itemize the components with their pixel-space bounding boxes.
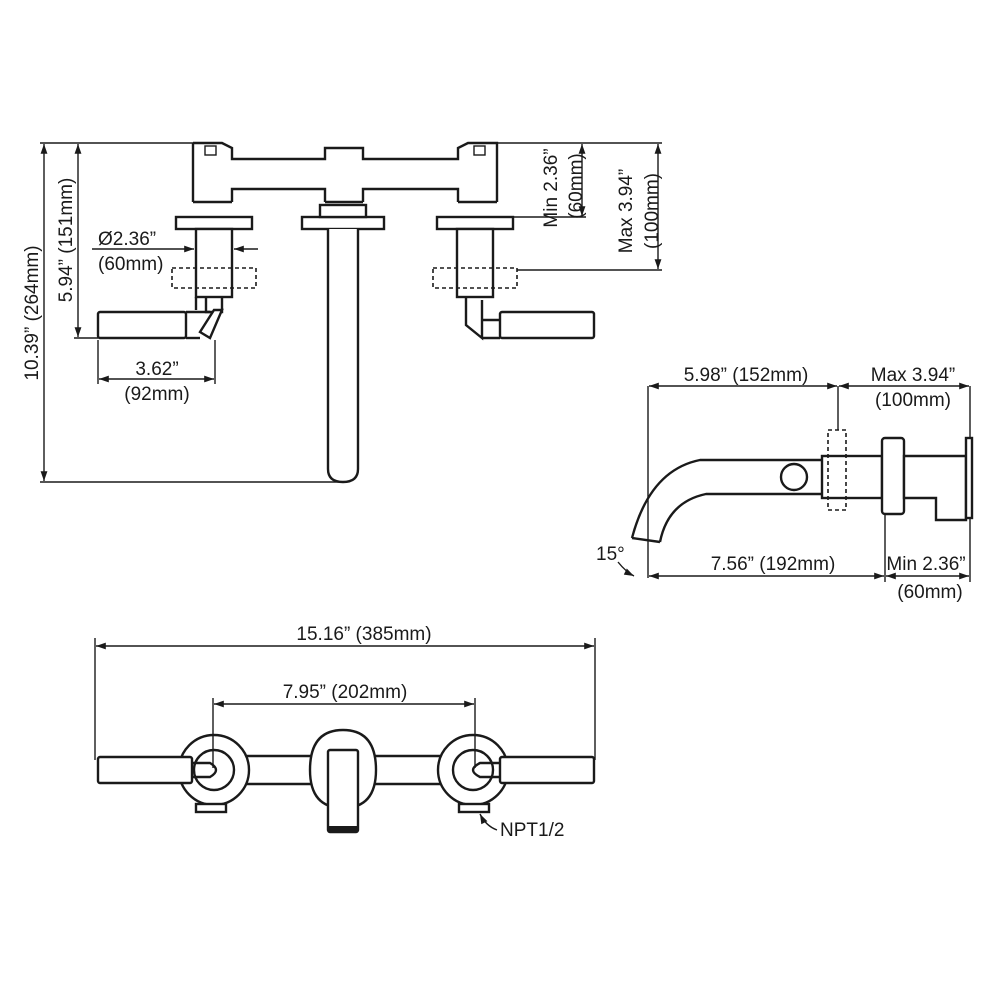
top-left-handle — [96, 733, 251, 814]
spout-angle-label: 15° — [596, 544, 625, 565]
right-handle-assembly — [432, 215, 596, 341]
overall-height-dimension: 10.39” (264mm) — [22, 142, 340, 483]
flange-diameter-mm-label: (60mm) — [98, 254, 163, 275]
overall-height-label: 10.39” (264mm) — [22, 245, 43, 380]
front-spout — [300, 203, 386, 484]
side-view: 5.98” (152mm) Max 3.94” (100mm) 15° 7.56… — [596, 365, 974, 603]
front-min-depth-mm-label: (60mm) — [566, 153, 587, 218]
wall-depth-dimensions: Min 2.36” (60mm) Max 3.94” (100mm) — [497, 142, 663, 271]
outlet-reach-dimension: 7.56” (192mm) — [649, 514, 886, 582]
inlet-thread-callout: NPT1/2 — [479, 813, 564, 841]
front-max-depth-inch-label: Max 3.94” — [616, 169, 637, 253]
inlet-thread-label: NPT1/2 — [500, 820, 564, 841]
top-view-body — [230, 728, 457, 834]
left-handle-assembly — [96, 215, 257, 340]
side-body — [820, 429, 974, 522]
side-min-depth-inch-label: Min 2.36” — [886, 554, 965, 575]
top-right-handle — [436, 733, 596, 814]
side-max-depth-mm-label: (100mm) — [875, 390, 951, 411]
handle-spacing-label: 7.95” (202mm) — [283, 682, 408, 703]
outlet-reach-label: 7.56” (192mm) — [711, 554, 836, 575]
handle-length-mm-label: (92mm) — [124, 384, 189, 405]
front-min-depth-inch-label: Min 2.36” — [541, 148, 562, 227]
side-min-depth-dimension: Min 2.36” (60mm) — [886, 518, 971, 603]
side-max-depth-dimension: Max 3.94” (100mm) — [839, 365, 971, 438]
body-to-handle-height-label: 5.94” (151mm) — [56, 178, 77, 303]
spout-reach-dimension: 5.98” (152mm) — [647, 365, 839, 578]
flange-diameter-inch-label: Ø2.36” — [98, 229, 156, 250]
top-view: 15.16” (385mm) 7.95” (202mm) NPT1/2 — [94, 624, 596, 841]
overall-width-label: 15.16” (385mm) — [296, 624, 431, 645]
side-max-depth-inch-label: Max 3.94” — [871, 365, 955, 386]
spout-reach-label: 5.98” (152mm) — [684, 365, 809, 386]
front-max-depth-mm-label: (100mm) — [642, 173, 663, 249]
handle-length-inch-label: 3.62” — [135, 359, 178, 380]
handle-length-dimension: 3.62” (92mm) — [97, 340, 216, 405]
body-to-handle-height-dimension: 5.94” (151mm) — [56, 144, 98, 339]
handle-spacing-dimension: 7.95” (202mm) — [212, 682, 476, 768]
flange-diameter-dimension: Ø2.36” (60mm) — [92, 229, 258, 275]
front-view: 10.39” (264mm) 5.94” (151mm) Ø2.36” (60m… — [22, 141, 663, 484]
overall-width-dimension: 15.16” (385mm) — [94, 624, 596, 760]
rough-in-valve-body — [191, 141, 499, 204]
side-min-depth-mm-label: (60mm) — [897, 582, 962, 603]
side-spout — [630, 458, 822, 544]
spout-angle-dimension: 15° — [596, 544, 635, 577]
